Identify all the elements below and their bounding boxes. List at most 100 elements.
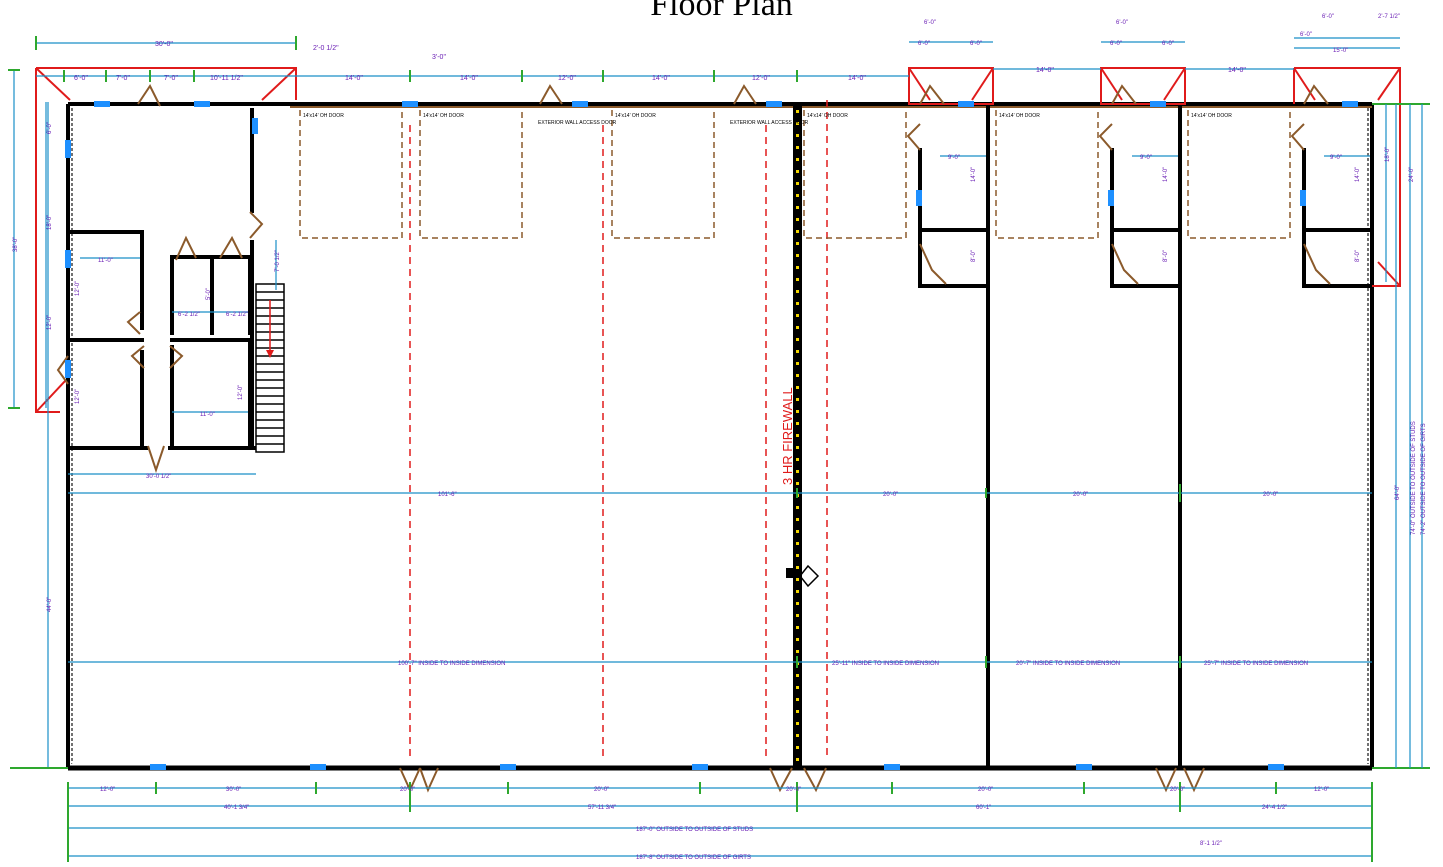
dim-text: 3'-0": [432, 54, 446, 61]
dim-text: 6'-2 1/2": [226, 312, 248, 318]
dim-text: 6'-0": [1110, 41, 1122, 47]
dim-text: 74'-0" OUTSIDE TO OUTSIDE OF STUDS: [1411, 421, 1417, 535]
dim-text: 20'-0": [883, 492, 898, 498]
unit-walls: [986, 104, 1182, 768]
dim-text: 11'-0": [200, 412, 215, 418]
dimension-text: 30'-0" 2'-0 1/2" 6'-0" 7'-0" 7'-0" 10'-1…: [13, 14, 1427, 861]
dim-text: 20'-0": [1263, 492, 1278, 498]
dim-text: 6'-0": [1162, 41, 1174, 47]
dim-text: 12'-0": [238, 385, 244, 400]
dim-text: 187'-8" OUTSIDE TO OUTSIDE OF GIRTS: [636, 855, 751, 861]
dim-text: 2'-0 1/2": [313, 45, 339, 52]
dim-text: 6'-0": [1116, 20, 1128, 26]
dim-text: 100'-7" INSIDE TO INSIDE DIMENSION: [398, 661, 505, 667]
dimension-ticks: [8, 36, 1373, 862]
firewall: [793, 104, 802, 768]
dim-text: 8'-0": [1163, 250, 1169, 262]
dim-text: 12'-0": [100, 787, 115, 793]
oh-door-label: 14'x14' OH DOOR: [423, 113, 464, 119]
oh-door-label: 14'x14' OH DOOR: [807, 113, 848, 119]
oh-door-label: 14'x14' OH DOOR: [1191, 113, 1232, 119]
dim-text: 64'-0": [1395, 485, 1401, 500]
dim-text: 24'-0": [1409, 167, 1415, 182]
overhead-doors: [299, 110, 1291, 239]
dim-text: 57'-11 3/4": [588, 805, 616, 811]
dim-text: 6'-0": [918, 41, 930, 47]
unit-restrooms: [918, 148, 1370, 288]
dim-text: 18'-0": [1385, 147, 1391, 162]
dim-text: 8'-1 1/2": [1200, 841, 1222, 847]
dim-text: 20'-0": [1073, 492, 1088, 498]
oh-door-labels: 14'x14' OH DOOR 14'x14' OH DOOR 14'x14' …: [303, 113, 1232, 126]
dim-text: 7'-0": [164, 75, 178, 82]
dim-text: 25'-7" INSIDE TO INSIDE DIMENSION: [1204, 661, 1308, 667]
dim-text: 8'-0": [971, 250, 977, 262]
door-swings: [56, 84, 1331, 793]
dim-text: 6'-0": [1322, 14, 1334, 20]
dim-text: 14'-0": [1355, 167, 1361, 182]
dim-text: 20'-0": [786, 787, 801, 793]
dim-text: 14'-0": [345, 75, 363, 82]
porches: [35, 67, 1401, 413]
dim-text: 12'-0": [75, 389, 81, 404]
firewall-label: 3 HR FIREWALL: [780, 387, 795, 485]
oh-door-label: 14'x14' OH DOOR: [999, 113, 1040, 119]
dim-text: 187'-0" OUTSIDE TO OUTSIDE OF STUDS: [636, 827, 753, 833]
dim-text: 14'-0": [460, 75, 478, 82]
dim-text: 101'-6": [438, 492, 457, 498]
dim-text: 30'-0": [226, 787, 241, 793]
dim-text: 44'-0": [47, 597, 53, 612]
dim-text: 14'-0": [1163, 167, 1169, 182]
panel-symbol: [786, 564, 820, 588]
dim-text: 20'-0": [978, 787, 993, 793]
note-text: EXTERIOR WALL ACCESS DOOR: [730, 120, 809, 126]
dim-text: 8'-0": [1355, 250, 1361, 262]
note-text: EXTERIOR WALL ACCESS DOOR: [538, 120, 617, 126]
dim-text: 7'-0": [116, 75, 130, 82]
dim-text: 40'-1 3/4": [224, 805, 249, 811]
dim-text: 30'-0": [155, 41, 173, 48]
dim-text: 9'-0": [1330, 155, 1342, 161]
dim-text: 74'-2" OUTSIDE TO OUTSIDE OF GIRTS: [1421, 423, 1427, 535]
dim-text: 5'-0": [206, 288, 212, 300]
dim-text: 14'-0": [971, 167, 977, 182]
office-walls: [68, 108, 285, 453]
dim-text: 14'-0": [1036, 67, 1054, 74]
dim-text: 6'-2 1/2": [178, 312, 200, 318]
windows: [65, 101, 1358, 770]
dim-text: 14'-0": [848, 75, 866, 82]
dim-text: 38'-0": [13, 237, 19, 252]
dim-text: 25'-11" INSIDE TO INSIDE DIMENSION: [832, 661, 939, 667]
oh-door-label: 14'x14' OH DOOR: [615, 113, 656, 119]
dim-text: 12'-0": [75, 281, 81, 296]
dim-text: 11'-0": [98, 258, 113, 264]
dim-text: 9'-0": [1140, 155, 1152, 161]
dim-text: 20'-0": [594, 787, 609, 793]
dim-text: 12'-0": [47, 315, 53, 330]
extension-lines: [10, 103, 1430, 769]
dimension-lines: [13, 37, 1423, 857]
stair-arrow-head: [266, 350, 274, 358]
dim-text: 6'-0": [1300, 32, 1312, 38]
dim-text: 2'-7 1/2": [1378, 14, 1400, 20]
dim-text: 20'-7" INSIDE TO INSIDE DIMENSION: [1016, 661, 1120, 667]
page-title: Floor Plan: [650, 0, 793, 23]
dim-text: 7'-0 1/2": [275, 250, 281, 272]
dim-text: 6'-0": [47, 122, 53, 134]
oh-door-label: 14'x14' OH DOOR: [303, 113, 344, 119]
dim-text: 20'-0": [1170, 787, 1185, 793]
dim-text: 12'-0": [1314, 787, 1329, 793]
dim-text: 6'-0": [74, 75, 88, 82]
dim-text: 12'-0": [558, 75, 576, 82]
dim-text: 6'-0": [924, 20, 936, 26]
dim-text: 10'-11 1/2": [210, 75, 243, 82]
dim-text: 6'-0": [970, 41, 982, 47]
dim-text: 14'-0": [1228, 67, 1246, 74]
dim-text: 15'-0": [1333, 48, 1348, 54]
dim-text: 12'-0": [752, 75, 770, 82]
dim-text: 20'-0": [400, 787, 415, 793]
dim-text: 14'-0": [652, 75, 670, 82]
dim-text: 9'-0": [948, 155, 960, 161]
dim-text: 30'-0 1/2": [146, 474, 171, 480]
